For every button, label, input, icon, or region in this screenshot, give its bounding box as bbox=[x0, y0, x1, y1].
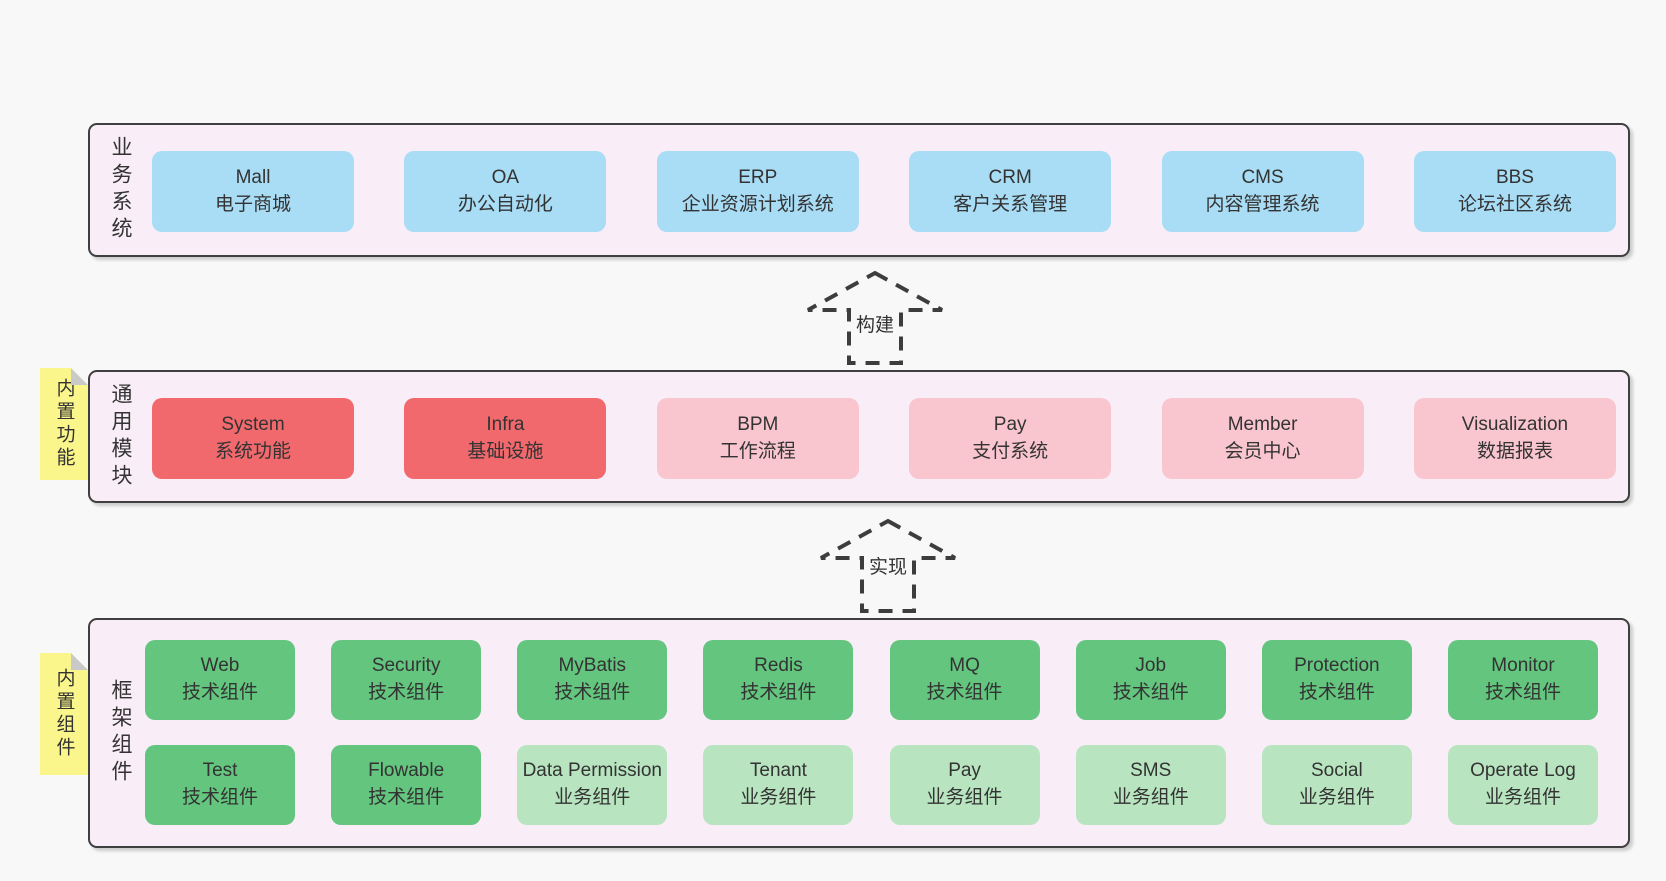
implement-arrow-up[interactable] bbox=[818, 518, 958, 616]
box-cms[interactable]: CMS 内容管理系统 bbox=[1161, 151, 1364, 232]
box-title: Operate Log bbox=[1470, 760, 1576, 782]
box-subtitle: 技术组件 bbox=[181, 787, 258, 808]
box-social[interactable]: Social 业务组件 bbox=[1261, 745, 1412, 825]
box-title: Tenant bbox=[749, 760, 807, 782]
box-sms[interactable]: SMS 业务组件 bbox=[1075, 745, 1226, 825]
box-erp[interactable]: ERP 企业资源计划系统 bbox=[656, 151, 859, 232]
box-redis[interactable]: Redis 技术组件 bbox=[703, 640, 854, 720]
box-mall[interactable]: Mall 电子商城 bbox=[152, 151, 354, 232]
box-title: System bbox=[221, 413, 285, 435]
box-subtitle: 数据报表 bbox=[1476, 440, 1553, 462]
box-subtitle: 技术组件 bbox=[1484, 682, 1561, 703]
box-title: MyBatis bbox=[558, 655, 627, 677]
box-subtitle: 论坛社区系统 bbox=[1457, 193, 1572, 215]
box-subtitle: 办公自动化 bbox=[457, 193, 553, 215]
box-data-permission[interactable]: Data Permission 业务组件 bbox=[517, 745, 668, 825]
box-subtitle: 技术组件 bbox=[740, 682, 817, 703]
box-crm[interactable]: CRM 客户关系管理 bbox=[909, 151, 1112, 232]
box-subtitle: 技术组件 bbox=[368, 682, 445, 703]
box-web[interactable]: Web 技术组件 bbox=[145, 640, 295, 720]
sticky-note-built-in-components[interactable]: 内置组件 bbox=[40, 653, 88, 775]
box-title: Pay bbox=[993, 413, 1027, 435]
box-subtitle: 业务组件 bbox=[926, 787, 1003, 808]
box-subtitle: 技术组件 bbox=[1298, 682, 1375, 703]
box-security[interactable]: Security 技术组件 bbox=[331, 640, 482, 720]
box-bpm[interactable]: BPM 工作流程 bbox=[656, 398, 859, 479]
box-title: MQ bbox=[949, 655, 980, 677]
framework-components-layer[interactable]: 框架组件 Web 技术组件 Security 技术组件 MyBatis 技术组件… bbox=[88, 618, 1630, 848]
box-title: Data Permission bbox=[522, 760, 662, 782]
box-tenant[interactable]: Tenant 业务组件 bbox=[703, 745, 854, 825]
box-title: Flowable bbox=[368, 760, 445, 782]
box-title: BPM bbox=[737, 413, 779, 435]
box-pay[interactable]: Pay 支付系统 bbox=[909, 398, 1112, 479]
box-title: CMS bbox=[1241, 166, 1284, 188]
box-subtitle: 技术组件 bbox=[181, 682, 258, 703]
box-title: Redis bbox=[754, 655, 803, 677]
box-job[interactable]: Job 技术组件 bbox=[1075, 640, 1226, 720]
build-arrow-up[interactable] bbox=[805, 270, 945, 368]
box-title: Security bbox=[371, 655, 441, 677]
box-subtitle: 内容管理系统 bbox=[1205, 193, 1320, 215]
business-layer-label: 业务系统 bbox=[109, 136, 132, 244]
box-member[interactable]: Member 会员中心 bbox=[1161, 398, 1364, 479]
box-subtitle: 技术组件 bbox=[368, 787, 445, 808]
box-visualization[interactable]: Visualization 数据报表 bbox=[1413, 398, 1616, 479]
box-subtitle: 基础设施 bbox=[467, 440, 544, 462]
box-subtitle: 技术组件 bbox=[1112, 682, 1189, 703]
box-title: Protection bbox=[1294, 655, 1380, 677]
box-subtitle: 系统功能 bbox=[214, 440, 291, 462]
common-modules-layer[interactable]: 通用模块 System 系统功能 Infra 基础设施 BPM 工作流程 Pay… bbox=[88, 370, 1630, 503]
box-subtitle: 技术组件 bbox=[926, 682, 1003, 703]
box-subtitle: 会员中心 bbox=[1224, 440, 1301, 462]
box-subtitle: 工作流程 bbox=[719, 440, 796, 462]
box-subtitle: 业务组件 bbox=[1112, 787, 1189, 808]
box-subtitle: 技术组件 bbox=[554, 682, 631, 703]
box-mq[interactable]: MQ 技术组件 bbox=[889, 640, 1040, 720]
box-title: Pay bbox=[948, 760, 981, 782]
business-systems-layer[interactable]: 业务系统 Mall 电子商城 OA 办公自动化 ERP 企业资源计划系统 CRM… bbox=[88, 123, 1630, 257]
sticky-note-built-in-features[interactable]: 内置功能 bbox=[40, 368, 88, 480]
box-oa[interactable]: OA 办公自动化 bbox=[404, 151, 607, 232]
box-pay-business[interactable]: Pay 业务组件 bbox=[889, 745, 1040, 825]
box-subtitle: 业务组件 bbox=[740, 787, 817, 808]
box-flowable[interactable]: Flowable 技术组件 bbox=[331, 745, 482, 825]
module-layer-label: 通用模块 bbox=[109, 382, 132, 491]
box-test[interactable]: Test 技术组件 bbox=[145, 745, 295, 825]
box-title: Test bbox=[202, 760, 238, 782]
box-subtitle: 电子商城 bbox=[214, 193, 291, 215]
box-title: Web bbox=[200, 655, 240, 677]
box-title: SMS bbox=[1130, 760, 1172, 782]
box-monitor[interactable]: Monitor 技术组件 bbox=[1447, 640, 1598, 720]
box-bbs[interactable]: BBS 论坛社区系统 bbox=[1413, 151, 1616, 232]
box-title: BBS bbox=[1495, 166, 1534, 188]
box-subtitle: 业务组件 bbox=[1484, 787, 1561, 808]
box-title: Infra bbox=[486, 413, 525, 435]
implement-arrow-label: 实现 bbox=[865, 552, 911, 579]
box-mybatis[interactable]: MyBatis 技术组件 bbox=[517, 640, 668, 720]
box-subtitle: 业务组件 bbox=[1298, 787, 1375, 808]
box-subtitle: 业务组件 bbox=[554, 787, 631, 808]
box-title: Mall bbox=[235, 166, 271, 188]
box-operate-log[interactable]: Operate Log 业务组件 bbox=[1447, 745, 1598, 825]
box-title: Member bbox=[1227, 413, 1298, 435]
box-title: Monitor bbox=[1491, 655, 1555, 677]
box-title: OA bbox=[491, 166, 520, 188]
box-title: Job bbox=[1135, 655, 1167, 677]
box-system[interactable]: System 系统功能 bbox=[152, 398, 354, 479]
box-title: CRM bbox=[988, 166, 1032, 188]
box-subtitle: 支付系统 bbox=[972, 440, 1049, 462]
build-arrow-label: 构建 bbox=[852, 310, 898, 337]
box-title: Visualization bbox=[1461, 413, 1569, 435]
box-title: Social bbox=[1310, 760, 1363, 782]
box-subtitle: 企业资源计划系统 bbox=[681, 193, 834, 215]
framework-layer-label: 框架组件 bbox=[109, 679, 132, 787]
box-infra[interactable]: Infra 基础设施 bbox=[404, 398, 607, 479]
box-title: ERP bbox=[738, 166, 778, 188]
box-protection[interactable]: Protection 技术组件 bbox=[1261, 640, 1412, 720]
box-subtitle: 客户关系管理 bbox=[953, 193, 1068, 215]
